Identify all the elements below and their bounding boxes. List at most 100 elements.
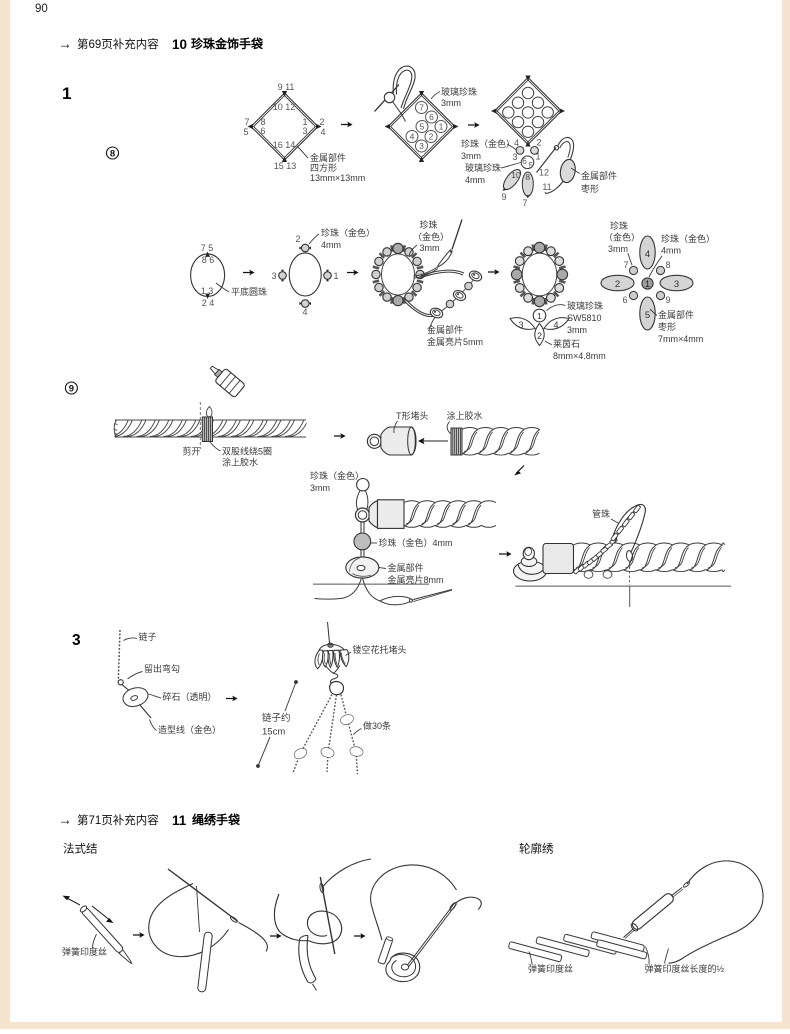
svg-text:弹簧印度丝长度的½: 弹簧印度丝长度的½ — [645, 963, 725, 974]
svg-text:玻璃珍珠: 玻璃珍珠 — [441, 86, 477, 97]
svg-text:5: 5 — [529, 161, 534, 170]
svg-text:镂空花托堵头: 镂空花托堵头 — [353, 644, 407, 655]
svg-text:3: 3 — [419, 141, 424, 151]
svg-text:1 3: 1 3 — [201, 286, 214, 296]
svg-text:3: 3 — [302, 126, 307, 136]
svg-text:金属部件: 金属部件 — [658, 309, 694, 320]
svg-text:枣形: 枣形 — [658, 321, 676, 332]
svg-text:6: 6 — [522, 157, 527, 166]
svg-text:→: → — [58, 36, 72, 52]
svg-text:10 12: 10 12 — [273, 102, 296, 112]
svg-text:金属部件: 金属部件 — [427, 324, 463, 335]
svg-text:3mm: 3mm — [420, 243, 440, 253]
svg-text:2: 2 — [615, 279, 620, 290]
svg-text:4: 4 — [320, 127, 325, 137]
svg-text:玻璃珍珠: 玻璃珍珠 — [465, 162, 501, 173]
svg-text:3mm: 3mm — [461, 151, 481, 161]
svg-text:16 14: 16 14 — [273, 140, 296, 150]
svg-text:3: 3 — [674, 279, 679, 290]
svg-text:5: 5 — [420, 122, 425, 132]
svg-text:造型线（金色）: 造型线（金色） — [158, 724, 221, 735]
svg-text:第71页补充内容: 第71页补充内容 — [77, 813, 159, 827]
svg-text:金属部件: 金属部件 — [310, 152, 346, 163]
svg-text:2: 2 — [536, 138, 541, 148]
svg-text:（金色）: （金色） — [413, 231, 449, 242]
svg-text:8mm×4.8mm: 8mm×4.8mm — [553, 351, 606, 361]
svg-text:4: 4 — [410, 132, 415, 142]
svg-text:4mm: 4mm — [465, 175, 485, 185]
svg-text:做30条: 做30条 — [363, 720, 391, 731]
svg-text:8: 8 — [525, 172, 530, 182]
svg-text:11: 11 — [172, 813, 187, 828]
svg-text:10: 10 — [511, 170, 521, 180]
svg-text:4: 4 — [645, 249, 650, 260]
svg-text:5: 5 — [645, 310, 650, 321]
svg-text:8: 8 — [665, 260, 670, 270]
svg-text:剪开: 剪开 — [183, 446, 201, 457]
svg-text:法式结: 法式结 — [63, 842, 98, 856]
svg-text:珍珠（金色）: 珍珠（金色） — [321, 227, 375, 238]
svg-text:珍珠（金色）: 珍珠（金色） — [661, 233, 715, 244]
svg-text:2 4: 2 4 — [202, 298, 215, 308]
svg-text:金属部件: 金属部件 — [581, 170, 617, 181]
svg-text:4: 4 — [553, 320, 558, 330]
svg-text:（金色）: （金色） — [604, 232, 640, 243]
svg-text:金属部件: 金属部件 — [388, 562, 424, 573]
svg-text:珍珠: 珍珠 — [610, 220, 628, 231]
svg-text:2: 2 — [295, 234, 300, 244]
svg-text:1: 1 — [645, 279, 650, 290]
svg-text:1: 1 — [333, 271, 338, 281]
svg-text:1: 1 — [302, 117, 307, 127]
svg-text:碎石（透明）: 碎石（透明） — [163, 691, 217, 702]
svg-text:4: 4 — [514, 138, 519, 148]
svg-text:3mm: 3mm — [567, 325, 587, 335]
svg-text:管珠: 管珠 — [592, 508, 610, 519]
svg-text:莱茵石: 莱茵石 — [553, 338, 580, 349]
svg-text:11: 11 — [542, 182, 551, 192]
svg-text:弹簧印度丝: 弹簧印度丝 — [62, 946, 107, 957]
svg-text:珍珠金饰手袋: 珍珠金饰手袋 — [191, 36, 264, 51]
svg-text:12: 12 — [539, 168, 549, 178]
svg-text:3mm: 3mm — [310, 483, 330, 493]
svg-text:90: 90 — [35, 3, 48, 15]
svg-text:9: 9 — [501, 192, 506, 202]
svg-text:弹簧印度丝: 弹簧印度丝 — [528, 963, 573, 974]
svg-text:珍珠（金色）: 珍珠（金色） — [461, 138, 515, 149]
svg-text:7: 7 — [419, 103, 424, 113]
svg-text:6: 6 — [622, 295, 627, 305]
svg-text:链子: 链子 — [139, 631, 157, 642]
svg-text:7 5: 7 5 — [201, 243, 214, 253]
svg-text:1: 1 — [62, 84, 71, 103]
svg-text:留出弯勾: 留出弯勾 — [144, 663, 180, 674]
svg-text:1: 1 — [535, 152, 540, 162]
svg-text:金属亮片5mm: 金属亮片5mm — [427, 336, 483, 347]
svg-text:4mm: 4mm — [321, 240, 341, 250]
svg-text:8 6: 8 6 — [202, 255, 215, 265]
svg-text:四方形: 四方形 — [310, 162, 337, 173]
svg-text:珍珠（金色）4mm: 珍珠（金色）4mm — [379, 537, 453, 548]
svg-text:9: 9 — [665, 295, 670, 305]
svg-text:7: 7 — [522, 198, 527, 208]
svg-text:4: 4 — [302, 307, 307, 317]
svg-text:T形堵头: T形堵头 — [396, 410, 429, 421]
svg-text:1: 1 — [537, 311, 542, 321]
svg-text:1: 1 — [439, 122, 444, 132]
svg-text:4mm: 4mm — [661, 246, 681, 256]
svg-text:13mm×13mm: 13mm×13mm — [310, 173, 365, 183]
svg-text:3: 3 — [518, 320, 523, 330]
svg-text:涂上胶水: 涂上胶水 — [222, 457, 258, 468]
svg-text:8: 8 — [110, 149, 115, 160]
svg-text:绳绣手袋: 绳绣手袋 — [192, 812, 241, 827]
svg-text:珍珠: 珍珠 — [420, 219, 438, 230]
svg-text:10: 10 — [172, 37, 187, 52]
svg-text:6: 6 — [429, 112, 434, 122]
svg-text:SW5810: SW5810 — [567, 313, 602, 323]
svg-text:2: 2 — [429, 132, 434, 142]
svg-text:双股线绕5圈: 双股线绕5圈 — [222, 446, 272, 457]
svg-text:玻璃珍珠: 玻璃珍珠 — [567, 300, 603, 311]
svg-text:15 13: 15 13 — [274, 161, 297, 171]
svg-text:9: 9 — [69, 384, 74, 395]
svg-text:珍珠（金色）: 珍珠（金色） — [310, 470, 364, 481]
svg-text:平底圆珠: 平底圆珠 — [231, 286, 267, 297]
svg-text:轮廓绣: 轮廓绣 — [519, 842, 554, 856]
